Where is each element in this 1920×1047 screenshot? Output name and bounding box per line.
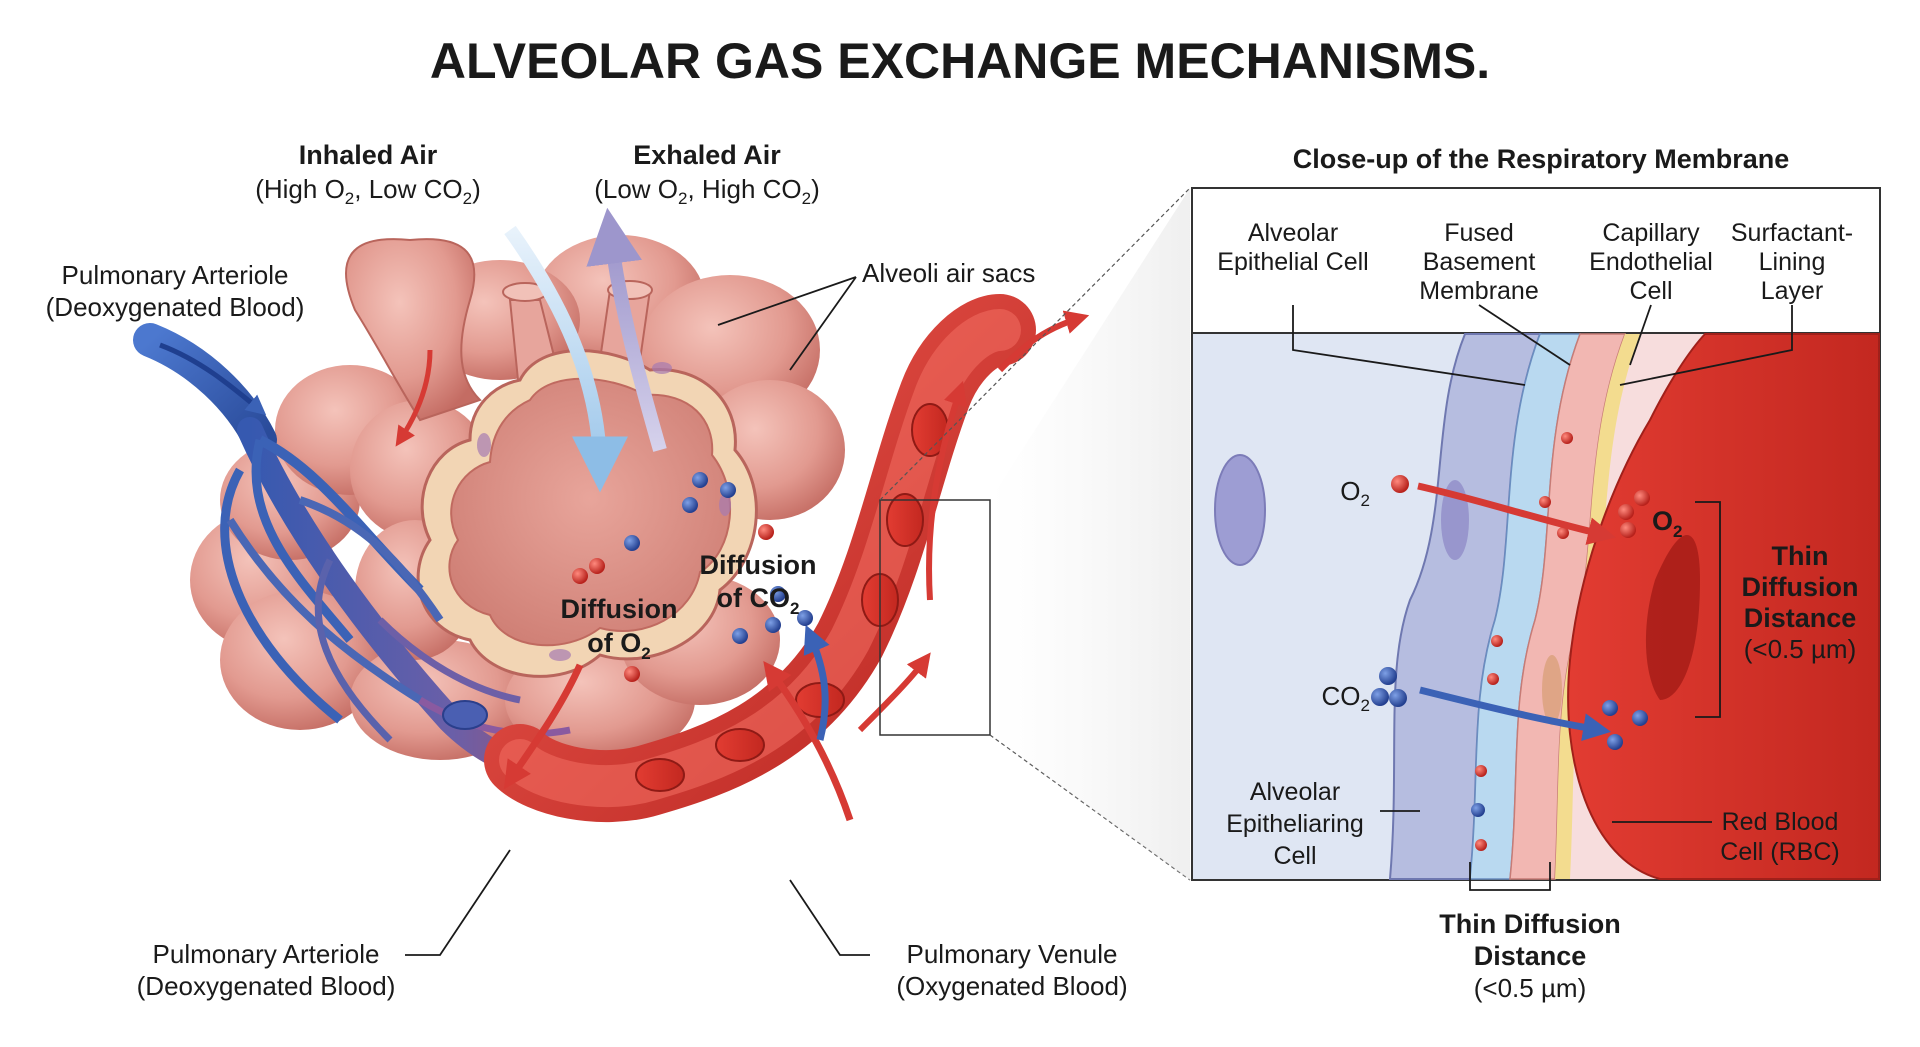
co2-diffusion-arrow [763,661,854,822]
svg-text:Diffusion: Diffusion [1742,572,1859,602]
o2-transfer-arrow [1417,482,1616,545]
diffusion-co2-label: Diffusion of CO2 [700,550,817,618]
svg-text:Diffusion: Diffusion [561,594,678,624]
bronchiole [345,238,482,422]
svg-text:(Low O2, High CO2): (Low O2, High CO2) [594,174,820,208]
svg-text:Pulmonary Venule: Pulmonary Venule [906,939,1117,969]
rbc-in-venule [715,728,765,762]
svg-text:(<0.5 µm): (<0.5 µm) [1744,634,1857,664]
svg-text:of O2: of O2 [587,628,650,663]
svg-text:Cell (RBC): Cell (RBC) [1720,838,1839,866]
rbc-in-venule [795,682,845,718]
svg-text:Epithelial Cell: Epithelial Cell [1217,248,1368,276]
svg-text:Surfactant-: Surfactant- [1731,219,1853,247]
svg-text:Membrane: Membrane [1419,277,1539,305]
thin-diffusion-bracket-right: Thin Diffusion Distance (<0.5 µm) [1695,501,1859,718]
co2-diffusion-arrow [803,624,830,741]
svg-text:Endothelial: Endothelial [1589,248,1713,276]
exhaled-air-arrow [586,207,667,452]
alveoli-sacs-label: Alveoli air sacs [717,258,1035,371]
header-fused-basement-membrane: Fused Basement Membrane [1419,219,1539,305]
exhaled-air-label: Exhaled Air (Low O2, High CO2) [594,140,820,208]
svg-text:Alveolar: Alveolar [1248,219,1338,247]
svg-text:Diffusion: Diffusion [700,550,817,580]
pulmonary-arteriole-label-top: Pulmonary Arteriole (Deoxygenated Blood) [46,260,305,322]
svg-text:Inhaled Air: Inhaled Air [299,140,438,170]
svg-text:Thin: Thin [1772,541,1829,571]
header-capillary-endothelial-cell: Capillary Endothelial Cell [1589,219,1713,305]
pulmonary-arteriole-label-bottom: Pulmonary Arteriole (Deoxygenated Blood) [137,849,511,1001]
svg-text:Thin Diffusion: Thin Diffusion [1439,909,1620,939]
svg-text:Distance: Distance [1474,941,1587,971]
svg-text:Fused: Fused [1444,219,1513,247]
diffusion-o2-label: Diffusion of O2 [561,594,678,663]
svg-text:Capillary: Capillary [1602,219,1700,247]
inhaled-air-arrow [504,225,628,493]
svg-text:Alveolar: Alveolar [1250,778,1340,806]
rbc-in-venule [886,493,924,547]
svg-text:Pulmonary Arteriole: Pulmonary Arteriole [153,939,380,969]
pulmonary-venule-label: Pulmonary Venule (Oxygenated Blood) [789,879,1128,1001]
svg-text:Basement: Basement [1423,248,1536,276]
o2-diffusion-arrow [503,663,584,790]
rbc-in-venule [635,758,685,792]
svg-text:(Deoxygenated Blood): (Deoxygenated Blood) [137,971,396,1001]
svg-text:(Oxygenated Blood): (Oxygenated Blood) [896,971,1127,1001]
deoxygenated-flow-arrow [159,342,267,416]
svg-text:of CO2: of CO2 [717,583,800,618]
svg-text:Lining: Lining [1759,248,1826,276]
svg-text:Layer: Layer [1761,277,1824,305]
o2-particle [1391,475,1409,493]
rbc-label: Red Blood Cell (RBC) [1612,808,1840,866]
header-alveolar-epithelial-cell: Alveolar Epithelial Cell [1217,219,1368,276]
gas-particles [572,472,813,682]
closeup-title: Close-up of the Respiratory Membrane [1293,144,1790,174]
page-title: ALVEOLAR GAS EXCHANGE MECHANISMS. [430,33,1490,89]
svg-text:Distance: Distance [1744,603,1857,633]
svg-text:(<0.5 µm): (<0.5 µm) [1474,973,1587,1003]
svg-text:Pulmonary Arteriole: Pulmonary Arteriole [62,260,289,290]
red-blood-cell [1567,333,1880,880]
closeup-panel: Alveolar Epithelial Cell Fused Basement … [1191,187,1881,881]
svg-text:Cell: Cell [1629,277,1672,305]
branch-junction [442,700,488,730]
o2-label-right: O2 [1652,506,1682,541]
svg-text:Red Blood: Red Blood [1722,808,1839,836]
co2-label: CO2 [1322,681,1370,715]
surfactant-layer [1555,334,1640,879]
svg-text:Cell: Cell [1273,842,1316,870]
thin-diffusion-bracket-bottom: Thin Diffusion Distance (<0.5 µm) [1439,862,1621,1003]
svg-text:Alveoli air sacs: Alveoli air sacs [862,258,1035,288]
svg-text:Exhaled Air: Exhaled Air [633,140,781,170]
svg-text:Epitheliaring: Epitheliaring [1226,810,1364,838]
o2-label-left: O2 [1340,476,1370,510]
bronchiole-flow-arrow [395,349,433,447]
epithelial-nucleus [1214,454,1266,566]
svg-text:(High O2, Low CO2): (High O2, Low CO2) [255,174,481,208]
alveolar-epitheliaring-cell-label: Alveolar Epitheliaring Cell [1226,778,1420,870]
inhaled-air-label: Inhaled Air (High O2, Low CO2) [255,140,481,208]
header-surfactant-lining-layer: Surfactant- Lining Layer [1731,219,1853,305]
co2-transfer-arrow [1419,686,1612,742]
svg-text:(Deoxygenated Blood): (Deoxygenated Blood) [46,292,305,322]
